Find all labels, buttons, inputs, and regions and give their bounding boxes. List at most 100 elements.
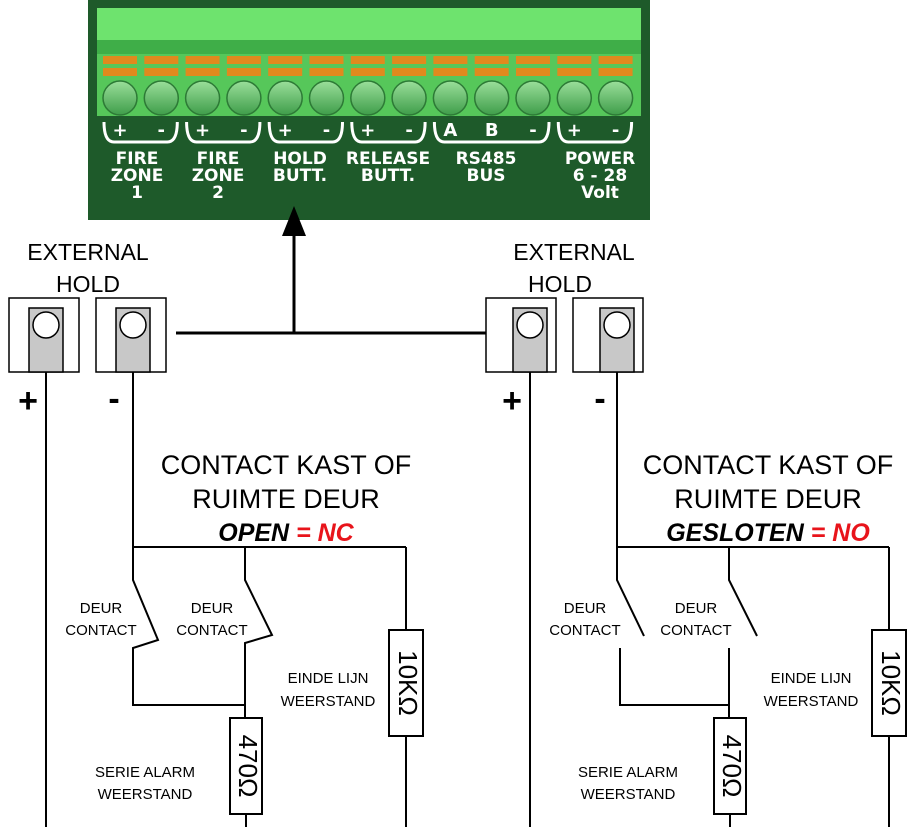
left-contact-title-2: RUIMTE DEUR [192, 484, 380, 514]
terminal-group-label: FIRE [116, 149, 159, 169]
terminal-sign: - [240, 120, 247, 141]
terminal-group-labels: FIREZONE1FIREZONE2HOLDBUTT.RELEASEBUTT.R… [111, 149, 636, 203]
terminal-sign: - [323, 120, 330, 141]
right-door-switch-2 [728, 547, 758, 637]
arrow-up-icon [282, 206, 306, 236]
right-hold-title-1: EXTERNAL [513, 239, 635, 265]
terminal-screw-icon [473, 80, 510, 116]
left-deur1-label-1: DEUR [80, 600, 123, 617]
terminal-stripe [598, 68, 633, 76]
right-deur2-label-1: DEUR [675, 600, 718, 617]
terminal-stripe [185, 56, 220, 64]
terminal-sign: + [360, 120, 375, 141]
terminal-group-label: RELEASE [346, 149, 430, 169]
screw-icon [119, 311, 147, 339]
terminal-stripe [144, 68, 179, 76]
right-hold-title-2: HOLD [528, 271, 592, 297]
left-state-line: OPEN = NC [218, 519, 354, 547]
right-eol-resistor [871, 629, 907, 737]
terminal-sign: - [158, 120, 165, 141]
left-series-value: 470Ω [233, 735, 263, 798]
right-state: GESLOTEN [666, 519, 804, 547]
terminal-stripe [516, 56, 550, 64]
terminal-sign: + [112, 120, 127, 141]
right-deur1-label-1: DEUR [564, 600, 607, 617]
terminal-screw-icon [391, 80, 427, 116]
screw-icon [32, 311, 60, 339]
terminal-screw-icon [308, 80, 345, 116]
terminal-group-label: ZONE [192, 166, 245, 186]
terminal-stripe [185, 68, 220, 76]
terminal-sign: B [485, 120, 499, 141]
terminal-sign: - [529, 120, 536, 141]
terminal-stripe [144, 56, 179, 64]
left-door-switch-1 [132, 547, 245, 706]
right-eol-label-2: WEERSTAND [764, 693, 859, 710]
terminal-screw-icon [226, 80, 262, 116]
right-hold-terminal-minus [572, 297, 644, 373]
right-deur2-label-2: CONTACT [660, 622, 731, 639]
terminal-group-label: BUTT. [273, 166, 327, 186]
left-code: NC [318, 519, 355, 547]
terminal-group-label: 2 [212, 183, 224, 203]
terminal-sign: + [567, 120, 582, 141]
terminal-group-bracket [185, 121, 262, 144]
terminal-stripe [350, 68, 385, 76]
terminal-screw-icon [597, 80, 634, 116]
terminal-group-bracket [102, 121, 179, 144]
right-series-value: 470Ω [717, 735, 747, 798]
left-plus-sign: + [18, 382, 38, 420]
left-serie-label-1: SERIE ALARM [95, 764, 195, 781]
left-deur1-label-2: CONTACT [65, 622, 136, 639]
right-door-switch-1 [616, 547, 645, 637]
left-state: OPEN [218, 519, 290, 547]
terminal-group-bracket [556, 121, 634, 144]
terminal-stripe [103, 68, 137, 76]
terminal-screw-icon [556, 80, 593, 116]
right-equals: = [811, 519, 826, 547]
terminal-sign: A [443, 120, 457, 141]
left-hold-title-1: EXTERNAL [27, 239, 149, 265]
right-contact-title-1: CONTACT KAST OF [643, 450, 894, 480]
terminal-stripe [598, 56, 633, 64]
left-contact-title-1: CONTACT KAST OF [161, 450, 412, 480]
left-hold-terminal-minus [95, 297, 167, 373]
terminal-screw-icon [143, 80, 180, 116]
left-eol-resistor [388, 629, 424, 737]
left-eol-label-1: EINDE LIJN [288, 670, 369, 687]
right-hold-terminal-plus [485, 297, 557, 373]
terminal-screw-icon [432, 80, 469, 116]
right-eol-value: 10KΩ [876, 650, 906, 716]
terminal-stripe [557, 56, 592, 64]
terminal-screw-icon [350, 80, 386, 116]
terminal-stripe [309, 68, 344, 76]
terminal-block-top [97, 8, 641, 40]
terminal-stripe [268, 68, 303, 76]
terminal-stripe [392, 68, 427, 76]
terminal-stripe [226, 56, 261, 64]
left-eol-value: 10KΩ [393, 650, 423, 716]
terminal-screws [102, 56, 634, 116]
left-series-resistor [229, 717, 263, 815]
terminal-sign: + [195, 120, 210, 141]
terminal-stripe [433, 56, 468, 64]
terminal-stripe [103, 56, 137, 64]
left-serie-label-2: WEERSTAND [98, 786, 193, 803]
terminal-group-label: Volt [581, 183, 619, 203]
terminal-group-bracket [432, 121, 551, 144]
right-deur1-label-2: CONTACT [549, 622, 620, 639]
right-serie-label-1: SERIE ALARM [578, 764, 678, 781]
terminal-stripe [350, 56, 385, 64]
terminal-group-label: POWER [565, 149, 635, 169]
terminal-screw-icon [515, 80, 551, 116]
terminal-stripe [309, 56, 344, 64]
left-minus-sign: - [108, 380, 119, 418]
right-serie-label-2: WEERSTAND [581, 786, 676, 803]
right-contact-title-2: RUIMTE DEUR [674, 484, 862, 514]
terminal-stripe [516, 68, 550, 76]
left-circuit: EXTERNAL HOLD + - 10KΩ 470Ω CONTACT KAST… [8, 239, 424, 827]
left-deur2-label-1: DEUR [191, 600, 234, 617]
terminal-stripe [474, 56, 509, 64]
